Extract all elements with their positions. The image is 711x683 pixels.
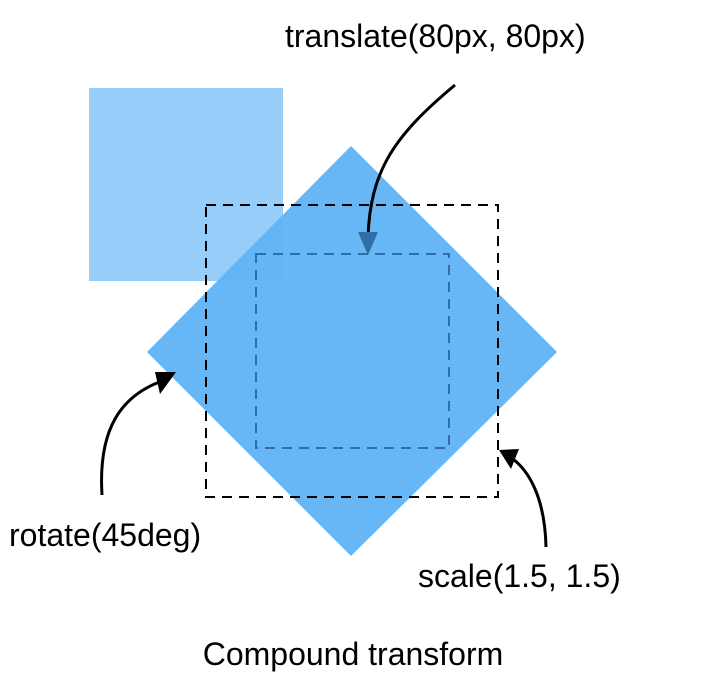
rotate-arrowhead (155, 372, 176, 394)
diagram-caption: Compound transform (203, 636, 504, 672)
scale-arrow (509, 455, 548, 548)
translate-arrowhead (358, 232, 378, 255)
translate-label: translate(80px, 80px) (285, 18, 586, 54)
translate-arrow (366, 83, 456, 239)
scale-arrowhead (499, 449, 519, 469)
scale-label: scale(1.5, 1.5) (418, 558, 621, 594)
scaled-dashed-box (205, 204, 499, 498)
transformed-diamond (147, 146, 557, 556)
rotate-arrow (100, 378, 166, 496)
rotate-label: rotate(45deg) (9, 517, 201, 553)
translated-dashed-box (255, 253, 450, 449)
